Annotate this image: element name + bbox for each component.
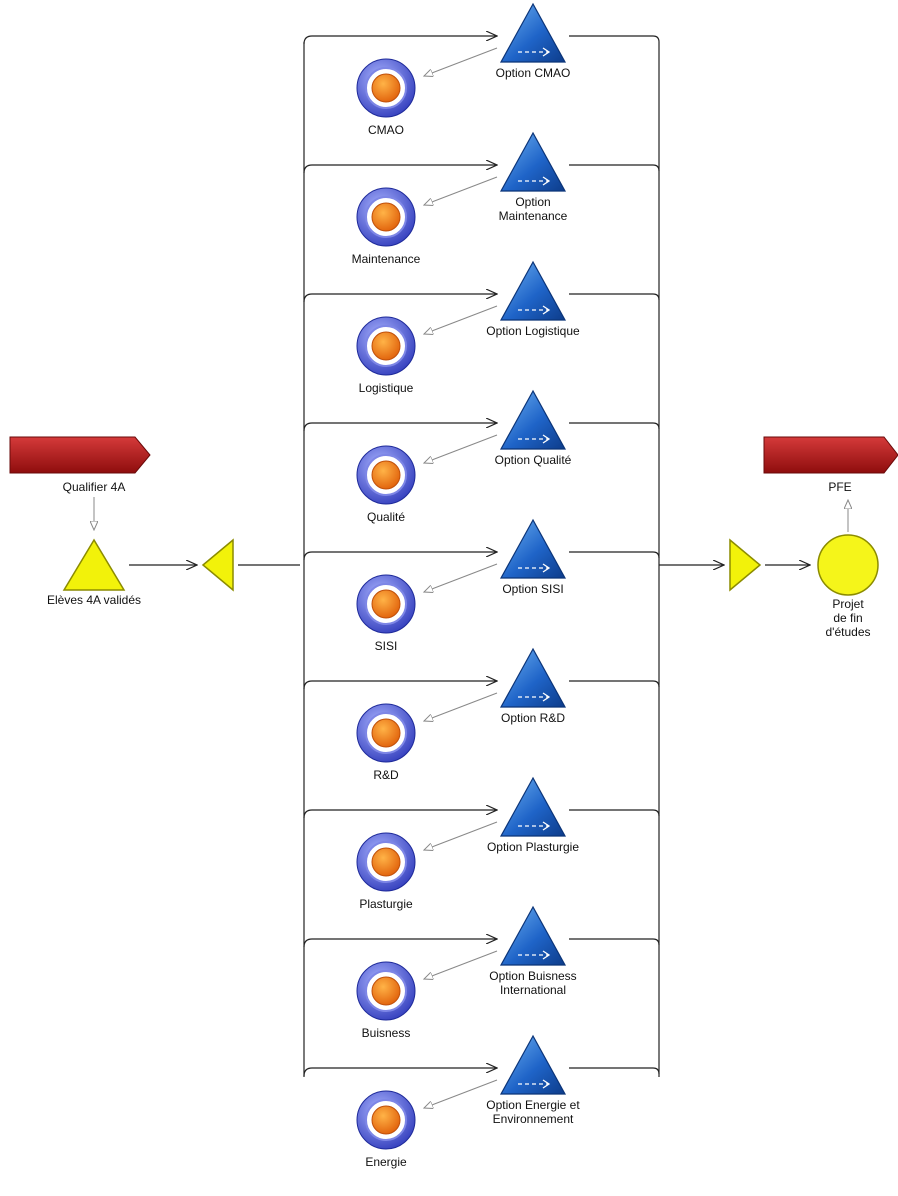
competence-ring-icon[interactable] bbox=[356, 574, 416, 634]
branch-flow-line bbox=[303, 810, 497, 819]
process-circle-icon[interactable] bbox=[817, 534, 879, 596]
branch-flow-line bbox=[569, 35, 660, 43]
competence-label: R&D bbox=[373, 768, 399, 782]
event-banner-icon[interactable] bbox=[763, 436, 898, 474]
end-process-label: Projet de fin d'études bbox=[825, 597, 871, 639]
branch-flow-line bbox=[569, 680, 660, 688]
branch-flow-line bbox=[569, 551, 660, 559]
assoc-connector bbox=[424, 176, 498, 205]
branch-flow-line bbox=[303, 36, 497, 45]
state-triangle-icon[interactable] bbox=[62, 538, 126, 591]
assoc-connector bbox=[424, 434, 498, 463]
option-label: Option Buisness International bbox=[489, 969, 577, 997]
assoc-connector bbox=[424, 1079, 498, 1108]
option-label: Option Energie et Environnement bbox=[486, 1098, 580, 1126]
competence-label: Buisness bbox=[361, 1026, 411, 1040]
branch-flow-line bbox=[303, 552, 497, 561]
start-state-label: Elèves 4A validés bbox=[46, 593, 142, 607]
option-label: Option SISI bbox=[502, 582, 564, 596]
competence-ring-icon[interactable] bbox=[356, 1090, 416, 1150]
option-triangle-icon[interactable] bbox=[499, 518, 567, 579]
option-label: Option R&D bbox=[500, 711, 566, 725]
competence-label: Qualité bbox=[366, 510, 406, 524]
competence-label: Plasturgie bbox=[359, 897, 413, 911]
competence-ring-icon[interactable] bbox=[356, 445, 416, 505]
start-event-label: Qualifier 4A bbox=[62, 480, 126, 494]
option-triangle-icon[interactable] bbox=[499, 260, 567, 321]
branch-flow-line bbox=[569, 938, 660, 946]
branch-flow-line bbox=[569, 293, 660, 301]
option-label: Option Plasturgie bbox=[486, 840, 580, 854]
assoc-connector bbox=[424, 305, 498, 334]
assoc-connector bbox=[424, 821, 498, 850]
option-triangle-icon[interactable] bbox=[499, 647, 567, 708]
competence-ring-icon[interactable] bbox=[356, 187, 416, 247]
competence-ring-icon[interactable] bbox=[356, 961, 416, 1021]
branch-flow-line bbox=[303, 939, 497, 948]
end-event-label: PFE bbox=[828, 480, 852, 494]
option-triangle-icon[interactable] bbox=[499, 131, 567, 192]
competence-ring-icon[interactable] bbox=[356, 58, 416, 118]
connector-triangle-icon[interactable] bbox=[729, 538, 762, 592]
branch-group bbox=[303, 2, 660, 1150]
branch-flow-line bbox=[303, 1068, 497, 1077]
competence-label: Logistique bbox=[358, 381, 414, 395]
option-triangle-icon[interactable] bbox=[499, 1034, 567, 1095]
branch-flow-line bbox=[303, 423, 497, 432]
option-triangle-icon[interactable] bbox=[499, 389, 567, 450]
option-triangle-icon[interactable] bbox=[499, 2, 567, 63]
competence-label: CMAO bbox=[368, 123, 404, 137]
option-label: Option Maintenance bbox=[498, 195, 568, 223]
branch-flow-line bbox=[569, 809, 660, 817]
event-banner-icon[interactable] bbox=[9, 436, 151, 474]
branch-flow-line bbox=[569, 1067, 660, 1075]
assoc-connector bbox=[424, 950, 498, 979]
option-triangle-icon[interactable] bbox=[499, 905, 567, 966]
assoc-connector bbox=[424, 47, 498, 76]
assoc-connector bbox=[424, 692, 498, 721]
branch-flow-line bbox=[569, 422, 660, 430]
competence-ring-icon[interactable] bbox=[356, 316, 416, 376]
competence-label: SISI bbox=[374, 639, 398, 653]
branch-flow-line bbox=[303, 681, 497, 690]
connector-triangle-icon[interactable] bbox=[201, 538, 234, 592]
assoc-connector bbox=[424, 563, 498, 592]
competence-ring-icon[interactable] bbox=[356, 832, 416, 892]
branch-flow-line bbox=[569, 164, 660, 172]
competence-label: Energie bbox=[365, 1155, 407, 1169]
option-label: Option Qualité bbox=[494, 453, 572, 467]
competence-ring-icon[interactable] bbox=[356, 703, 416, 763]
competence-label: Maintenance bbox=[351, 252, 421, 266]
option-label: Option CMAO bbox=[495, 66, 571, 80]
option-triangle-icon[interactable] bbox=[499, 776, 567, 837]
option-label: Option Logistique bbox=[486, 324, 580, 338]
branch-flow-line bbox=[303, 165, 497, 174]
branch-flow-line bbox=[303, 294, 497, 303]
